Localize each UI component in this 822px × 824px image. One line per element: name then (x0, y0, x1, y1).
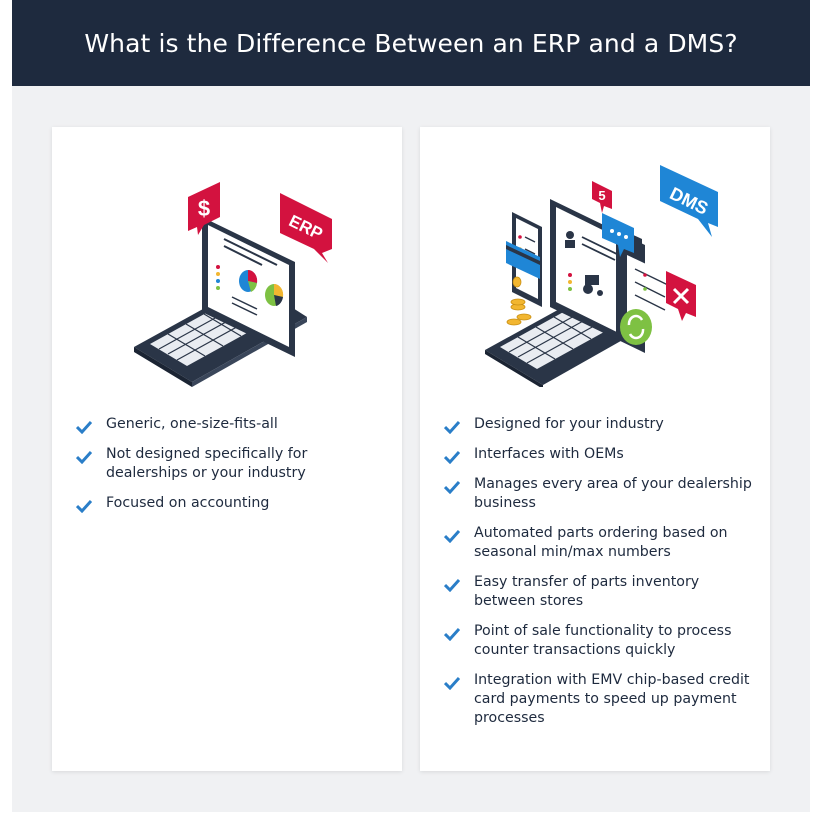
checkmark-icon (76, 420, 92, 434)
checkmark-icon (444, 676, 460, 690)
page-title: What is the Difference Between an ERP an… (84, 28, 738, 58)
coins-icon (506, 276, 532, 326)
dollar-badge-label: $ (198, 196, 210, 221)
chat-badge-icon (602, 213, 634, 257)
list-item: Designed for your industry (444, 415, 752, 434)
list-item: Integration with EMV chip-based credit c… (444, 671, 752, 728)
checkmark-icon (444, 420, 460, 434)
page-header: What is the Difference Between an ERP an… (12, 0, 810, 86)
list-item-text: Not designed specifically for dealership… (106, 446, 308, 481)
checkmark-icon (444, 627, 460, 641)
list-item-text: Generic, one-size-fits-all (106, 416, 278, 432)
checkmark-icon (444, 450, 460, 464)
list-item-text: Point of sale functionality to process c… (474, 623, 732, 658)
user-profile-icon (565, 231, 575, 248)
pie-chart-icon (265, 283, 284, 306)
dms-card: 5 DMS Designed for your industry Interfa… (420, 127, 770, 771)
notification-count: 5 (598, 188, 605, 203)
list-item: Easy transfer of parts inventory between… (444, 573, 752, 611)
pie-chart-icon (239, 269, 258, 292)
erp-card: $ ERP Generic, one-size-fits-all Not des… (52, 127, 402, 771)
notification-badge-icon: 5 (592, 181, 612, 213)
checkmark-icon (444, 529, 460, 543)
dms-laptop-illustration: 5 DMS (485, 165, 718, 387)
list-item-text: Easy transfer of parts inventory between… (474, 574, 700, 609)
checkmark-icon (76, 450, 92, 464)
list-item-text: Focused on accounting (106, 495, 270, 511)
erp-badge-icon: ERP (280, 193, 332, 263)
list-item: Not designed specifically for dealership… (76, 445, 384, 483)
checkmark-icon (76, 499, 92, 513)
credit-card-icon (506, 241, 540, 279)
list-item-text: Integration with EMV chip-based credit c… (474, 672, 750, 726)
checkmark-icon (444, 480, 460, 494)
erp-feature-list: Generic, one-size-fits-all Not designed … (76, 415, 384, 524)
tools-badge-icon (666, 271, 696, 321)
list-item: Manages every area of your dealership bu… (444, 475, 752, 513)
dms-badge-icon: DMS (660, 165, 718, 237)
checkmark-icon (444, 578, 460, 592)
dms-feature-list: Designed for your industry Interfaces wi… (444, 415, 752, 739)
list-item-text: Manages every area of your dealership bu… (474, 476, 752, 511)
list-item: Focused on accounting (76, 494, 384, 513)
refresh-icon (620, 309, 652, 345)
list-item: Interfaces with OEMs (444, 445, 752, 464)
list-item-text: Interfaces with OEMs (474, 446, 624, 462)
list-item: Automated parts ordering based on season… (444, 524, 752, 562)
dollar-badge-icon: $ (188, 182, 220, 235)
list-item-text: Automated parts ordering based on season… (474, 525, 728, 560)
list-item-text: Designed for your industry (474, 416, 664, 432)
list-item: Point of sale functionality to process c… (444, 622, 752, 660)
tractor-icon (583, 275, 603, 296)
erp-laptop-illustration: $ ERP (134, 182, 332, 387)
list-item: Generic, one-size-fits-all (76, 415, 384, 434)
